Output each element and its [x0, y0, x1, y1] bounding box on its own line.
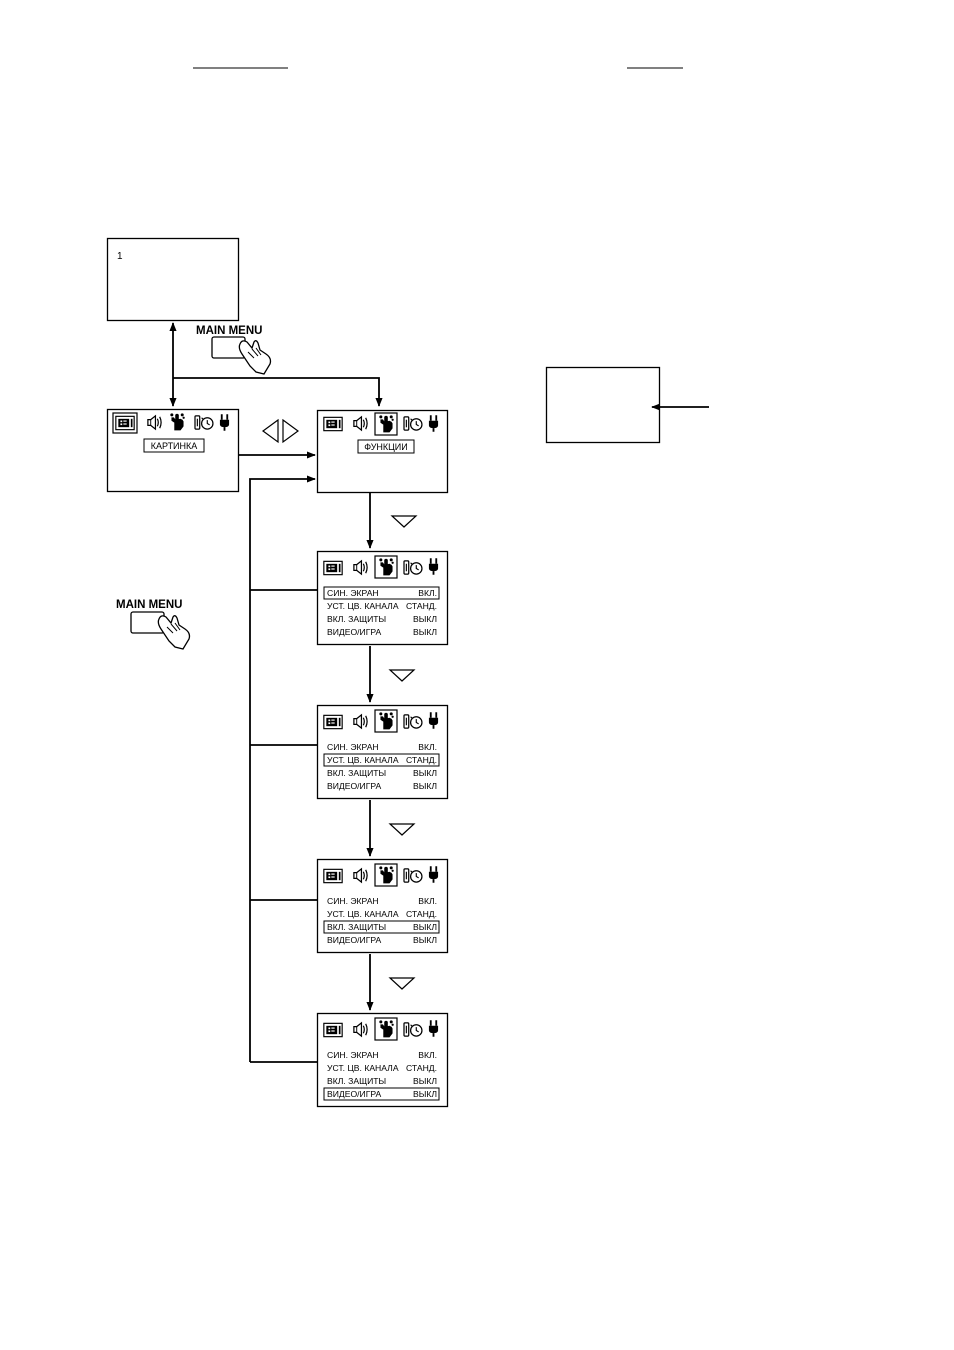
submenu-item-value: ВКЛ. [418, 742, 437, 752]
submenu-row[interactable]: УСТ. ЦВ. КАНАЛА СТАНД. [327, 1063, 437, 1073]
submenu-row[interactable]: УСТ. ЦВ. КАНАЛА СТАНД. [323, 753, 440, 767]
picture-icon [323, 714, 343, 730]
down-triangle-icon [388, 977, 416, 990]
down-flow [366, 492, 418, 1011]
submenu-item-label: ВКЛ. ЗАЩИТЫ [327, 768, 386, 778]
submenu-item-label: УСТ. ЦВ. КАНАЛА [327, 601, 399, 611]
submenu-row[interactable]: УСТ. ЦВ. КАНАЛА СТАНД. [327, 909, 437, 919]
submenu-item-value: ВЫКЛ [413, 614, 437, 624]
submenu-row[interactable]: СИН. ЭКРАН ВКЛ. [327, 896, 437, 906]
submenu-item-label: СИН. ЭКРАН [327, 588, 379, 598]
picture-icon [323, 1022, 343, 1038]
menu-screen-features: ФУНКЦИИ [316, 409, 449, 494]
submenu-item-value: СТАНД. [406, 755, 437, 765]
submenu-row[interactable]: ВИДЕО/ИГРА ВЫКЛ [327, 781, 437, 791]
submenu-row[interactable]: ВИДЕО/ИГРА ВЫКЛ [323, 1087, 440, 1101]
submenu-item-label: ВИДЕО/ИГРА [327, 935, 382, 945]
submenu-item-label: УСТ. ЦВ. КАНАЛА [327, 1063, 399, 1073]
submenu-item-label: УСТ. ЦВ. КАНАЛА [327, 909, 399, 919]
main-menu-button-left[interactable]: MAIN MENU [116, 599, 182, 634]
submenu-item-label: ВКЛ. ЗАЩИТЫ [327, 922, 386, 932]
submenu-item-label: ВИДЕО/ИГРА [327, 627, 382, 637]
main-menu-button-top[interactable]: MAIN MENU [196, 325, 262, 359]
submenu-screen-1: СИН. ЭКРАН ВКЛ. УСТ. ЦВ. КАНАЛА СТАНД. ВКЛ. … [316, 550, 449, 646]
tab-picture[interactable]: КАРТИНКА [151, 441, 198, 451]
submenu-item-label: ВИДЕО/ИГРА [327, 1089, 382, 1099]
selection-highlight [323, 753, 440, 767]
menu-screen-picture: КАРТИНКА [106, 408, 240, 493]
right-screen [545, 366, 709, 444]
submenu-row[interactable]: ВИДЕО/ИГРА ВЫКЛ [327, 627, 437, 637]
down-triangle-icon [390, 515, 418, 528]
tv-screen-number: 1 [117, 251, 123, 262]
down-triangle-icon [388, 669, 416, 682]
submenu-item-label: ВИДЕО/ИГРА [327, 781, 382, 791]
submenu-item-value: ВЫКЛ [413, 1089, 437, 1099]
selection-highlight [323, 1087, 440, 1101]
submenu-item-value: СТАНД. [406, 1063, 437, 1073]
return-loop [249, 475, 318, 1063]
picture-icon [323, 868, 343, 884]
left-right-arrows-icon [261, 418, 300, 444]
submenu-row[interactable]: ВКЛ. ЗАЩИТЫ ВЫКЛ [327, 768, 437, 778]
submenu-item-label: УСТ. ЦВ. КАНАЛА [327, 755, 399, 765]
submenu-row[interactable]: ВКЛ. ЗАЩИТЫ ВЫКЛ [327, 1076, 437, 1086]
pressing-hand-icon-top [238, 340, 272, 375]
down-triangle-icon [388, 823, 416, 836]
picture-icon [323, 560, 343, 576]
submenu-item-value: ВКЛ. [418, 588, 437, 598]
submenu-row[interactable]: ВКЛ. ЗАЩИТЫ ВЫКЛ [323, 920, 440, 934]
submenu-item-value: ВЫКЛ [413, 922, 437, 932]
submenu-screen-4: СИН. ЭКРАН ВКЛ. УСТ. ЦВ. КАНАЛА СТАНД. ВКЛ. … [316, 1012, 449, 1108]
submenu-row[interactable]: СИН. ЭКРАН ВКЛ. [327, 742, 437, 752]
picture-icon [323, 416, 343, 432]
submenu-item-label: ВКЛ. ЗАЩИТЫ [327, 614, 386, 624]
submenu-row[interactable]: ВКЛ. ЗАЩИТЫ ВЫКЛ [327, 614, 437, 624]
submenu-item-value: ВЫКЛ [413, 1076, 437, 1086]
main-menu-button-left-label: MAIN MENU [116, 599, 182, 611]
submenu-row[interactable]: ВИДЕО/ИГРА ВЫКЛ [327, 935, 437, 945]
submenu-item-value: ВЫКЛ [413, 768, 437, 778]
submenu-item-label: ВКЛ. ЗАЩИТЫ [327, 1076, 386, 1086]
tab-features[interactable]: ФУНКЦИИ [364, 442, 408, 452]
submenu-row[interactable]: УСТ. ЦВ. КАНАЛА СТАНД. [327, 601, 437, 611]
picture-icon [115, 415, 135, 431]
submenu-item-value: ВЫКЛ [413, 781, 437, 791]
submenu-item-value: ВЫКЛ [413, 935, 437, 945]
submenu-item-label: СИН. ЭКРАН [327, 1050, 379, 1060]
submenu-row[interactable]: СИН. ЭКРАН ВКЛ. [323, 586, 440, 600]
submenu-screen-2: СИН. ЭКРАН ВКЛ. УСТ. ЦВ. КАНАЛА СТАНД. ВКЛ. … [316, 704, 449, 800]
submenu-item-value: СТАНД. [406, 601, 437, 611]
submenu-item-label: СИН. ЭКРАН [327, 896, 379, 906]
main-menu-button-top-label: MAIN MENU [196, 325, 262, 337]
submenu-item-value: СТАНД. [406, 909, 437, 919]
selection-highlight [323, 586, 440, 600]
submenu-item-value: ВКЛ. [418, 1050, 437, 1060]
tv-screen: 1 [106, 237, 240, 322]
selection-highlight [323, 920, 440, 934]
submenu-item-value: ВЫКЛ [413, 627, 437, 637]
submenu-item-value: ВКЛ. [418, 896, 437, 906]
submenu-item-label: СИН. ЭКРАН [327, 742, 379, 752]
connector-tv-menu [169, 322, 383, 407]
pressing-hand-icon-left [157, 615, 191, 650]
submenu-row[interactable]: СИН. ЭКРАН ВКЛ. [327, 1050, 437, 1060]
